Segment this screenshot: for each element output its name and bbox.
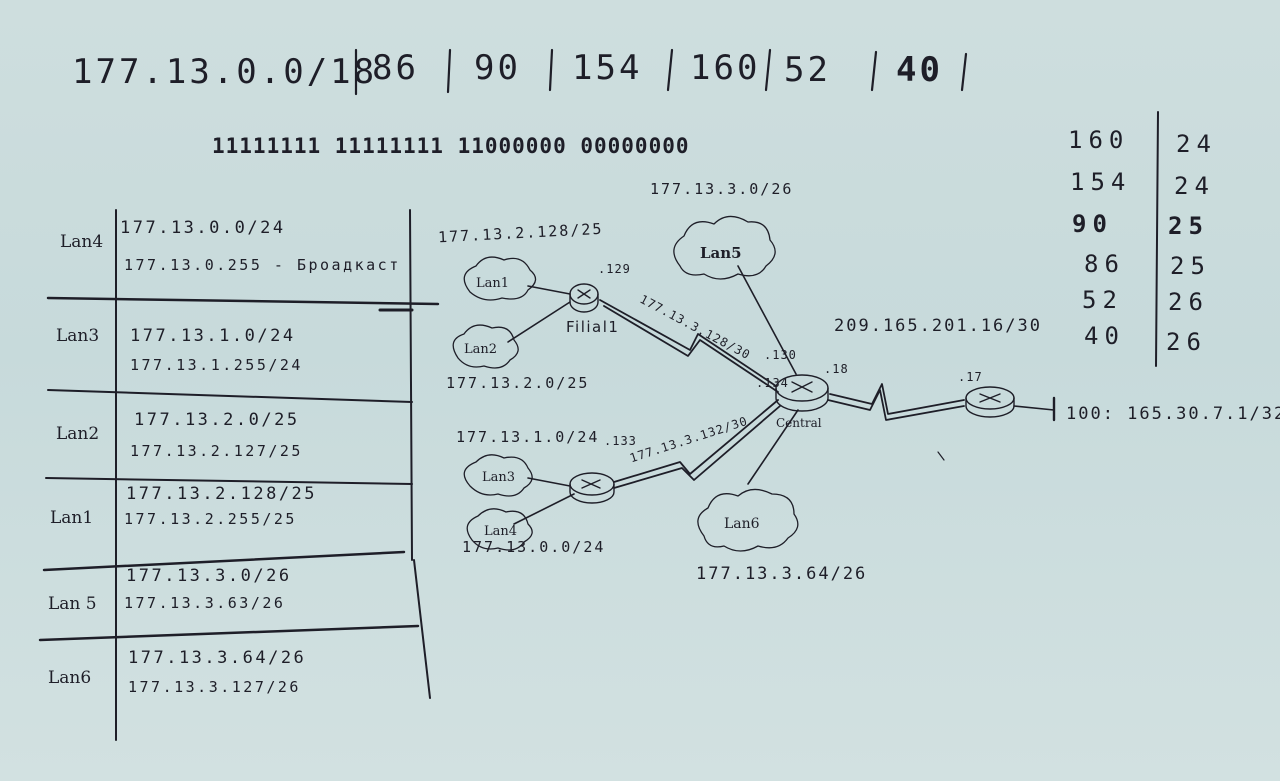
cloud-lan4-label: Lan4: [484, 524, 518, 539]
header-size-4: 160: [690, 48, 761, 88]
cloud-lan3: [463, 454, 533, 497]
table-last-address: 177.13.3.63/26: [124, 594, 286, 612]
table-lan-label: Lan 5: [48, 594, 97, 614]
header-size-3: 154: [572, 48, 643, 88]
header-network: 177.13.0.0/18: [72, 52, 378, 92]
size-hosts: 160: [1068, 126, 1130, 154]
clouds: [452, 215, 799, 552]
header-size-1: 86: [372, 48, 419, 88]
table-first-address: 177.13.1.0/24: [130, 326, 296, 346]
size-hosts: 52: [1082, 286, 1123, 314]
table-lan-label: Lan6: [48, 668, 92, 688]
address-table-grid: [38, 209, 440, 741]
table-lan-label: Lan2: [56, 424, 100, 444]
router-central: [775, 374, 829, 412]
routers: [569, 283, 1015, 504]
router-lower: [569, 472, 615, 504]
header-size-5: 52: [784, 50, 831, 90]
router-isp: [965, 386, 1015, 418]
cloud-lan5: [673, 215, 776, 280]
ip-central-130: .130: [764, 348, 797, 362]
header-size-2: 90: [474, 48, 521, 88]
table-last-address: 177.13.3.127/26: [128, 678, 301, 696]
table-first-address: 177.13.3.64/26: [128, 648, 307, 668]
isp-loopback-label: 100: 165.30.7.1/32: [1066, 404, 1280, 424]
cloud-lan4: [466, 508, 533, 551]
links: [507, 265, 799, 525]
lan2-network-label: 177.13.2.0/25: [446, 374, 590, 392]
router-filial: [569, 283, 599, 313]
ip-central-18: .18: [824, 362, 849, 376]
table-last-address: 177.13.0.255 - Броадкаст: [124, 256, 401, 274]
binary-mask: 11111111 11111111 11000000 00000000: [212, 134, 690, 158]
table-first-address: 177.13.3.0/26: [126, 566, 292, 586]
table-first-address: 177.13.2.128/25: [126, 484, 318, 504]
ip-lower-133: .133: [604, 434, 637, 448]
size-prefix: 24: [1174, 172, 1215, 200]
size-prefix: 26: [1166, 328, 1207, 356]
table-last-address: 177.13.1.255/24: [130, 356, 303, 374]
lan6-network-label: 177.13.3.64/26: [696, 564, 868, 584]
cloud-lan3-label: Lan3: [482, 470, 516, 485]
ip-isp-17: .17: [958, 370, 983, 384]
stray-mark: [937, 451, 945, 461]
router-central-label: Central: [776, 416, 822, 430]
ip-central-134: .134: [756, 376, 789, 390]
wan-network-label: 209.165.201.16/30: [834, 316, 1042, 336]
lan3-network-label: 177.13.1.0/24: [456, 428, 600, 446]
table-lan-label: Lan1: [50, 508, 94, 528]
table-last-address: 177.13.2.127/25: [130, 442, 303, 460]
cloud-lan1: [463, 256, 537, 301]
cloud-lan6-label: Lan6: [724, 516, 760, 532]
size-hosts: 154: [1070, 168, 1132, 196]
isp-link: [1013, 405, 1055, 411]
ip-filial-129: .129: [598, 262, 631, 276]
size-prefix: 25: [1170, 252, 1211, 280]
cloud-lan5-label: Lan5: [700, 244, 742, 262]
lan5-network-label: 177.13.3.0/26: [650, 180, 794, 198]
header-size-6: 40: [896, 50, 943, 90]
table-first-address: 177.13.2.0/25: [134, 410, 300, 430]
serial-links: [599, 299, 965, 489]
table-lan-label: Lan3: [56, 326, 100, 346]
size-prefix: 26: [1168, 288, 1209, 316]
table-last-address: 177.13.2.255/25: [124, 510, 297, 528]
cloud-lan2-label: Lan2: [464, 342, 498, 357]
size-hosts: 86: [1084, 250, 1125, 278]
table-first-address: 177.13.0.0/24: [120, 218, 286, 238]
size-prefix: 24: [1176, 130, 1217, 158]
size-table-divider: [1155, 111, 1159, 367]
size-prefix: 25: [1168, 212, 1209, 240]
cloud-lan2: [452, 324, 519, 369]
lan4-network-label: 177.13.0.0/24: [462, 538, 606, 556]
size-hosts: 40: [1084, 322, 1125, 350]
router-filial-label: Filial1: [566, 318, 620, 336]
header-separators: [354, 48, 968, 96]
table-lan-label: Lan4: [60, 232, 104, 252]
cloud-lan1-label: Lan1: [476, 276, 510, 291]
cloud-lan6: [697, 488, 799, 552]
size-hosts: 90: [1072, 210, 1113, 238]
